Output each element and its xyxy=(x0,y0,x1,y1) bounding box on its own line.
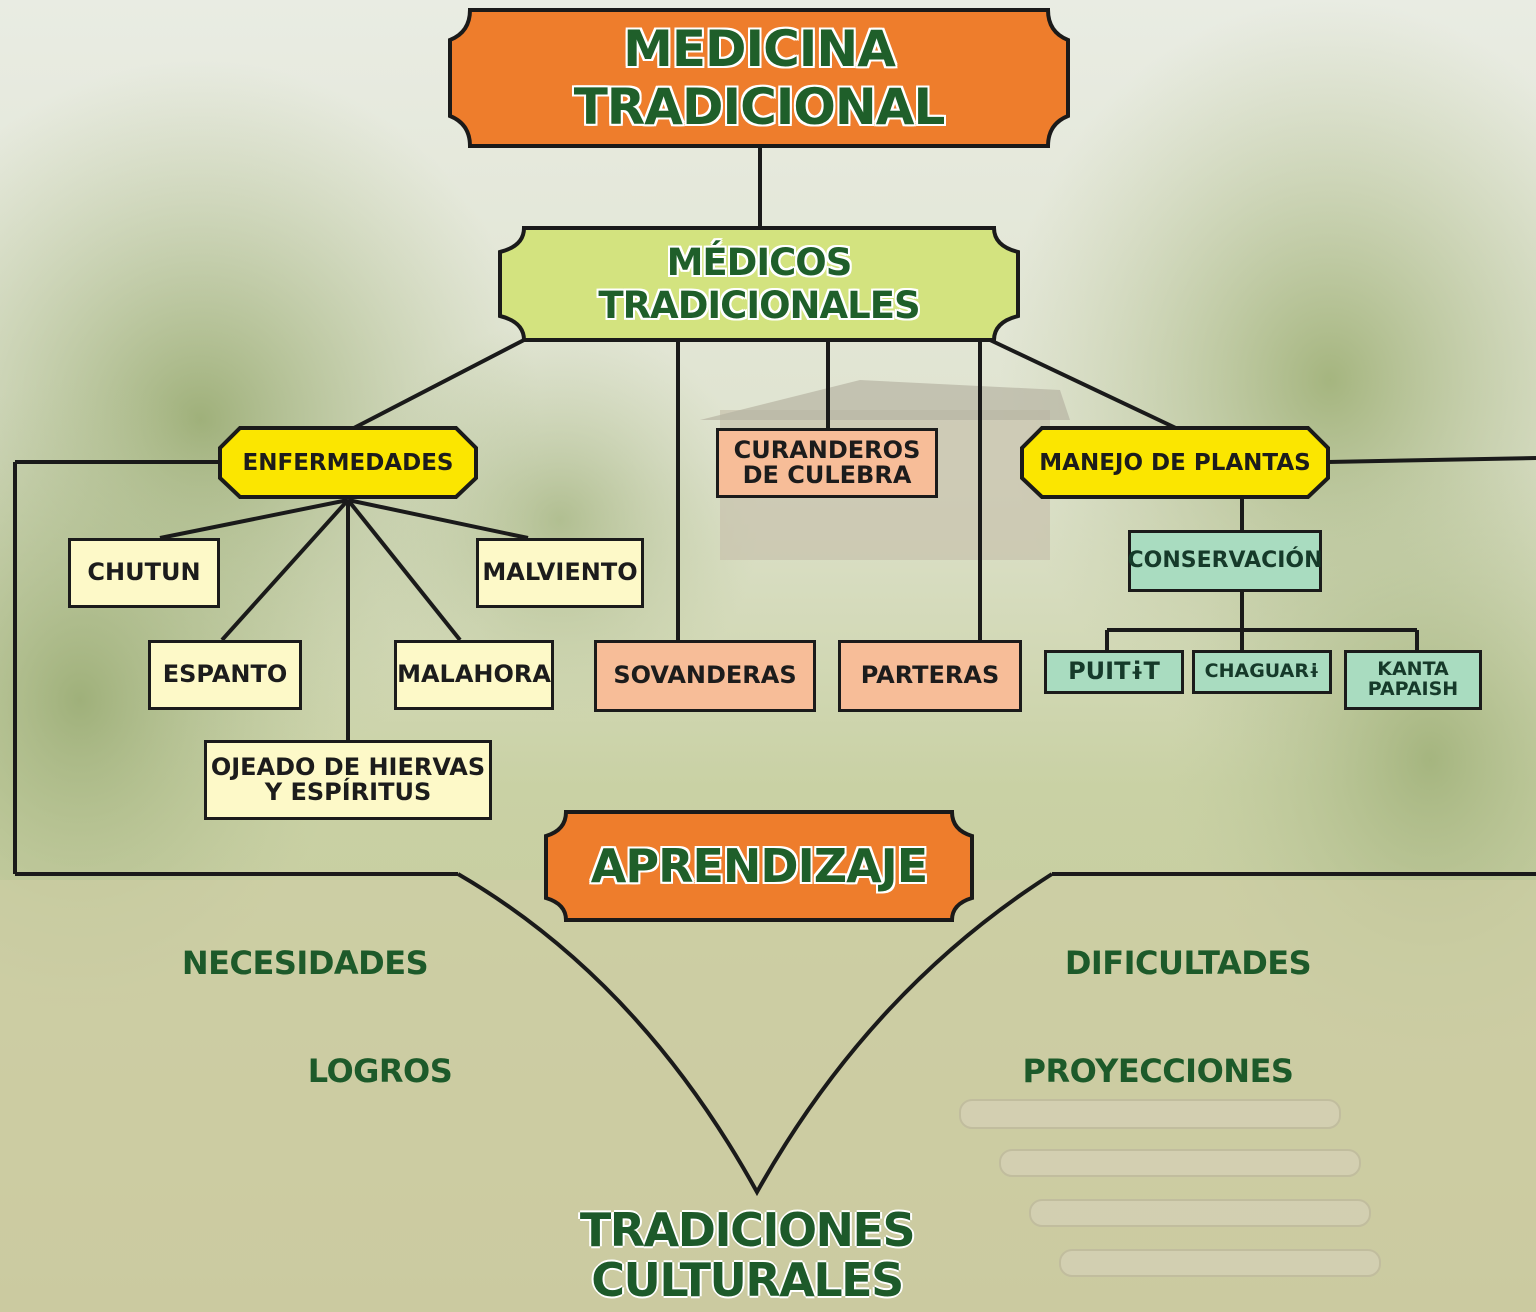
conservacion-box: CONSERVACIÓN xyxy=(1127,530,1323,592)
espanto-box: ESPANTO xyxy=(148,640,302,710)
curanderos-box: CURANDEROS DE CULEBRA xyxy=(716,428,938,498)
curanderos-line-1: CURANDEROS xyxy=(733,435,921,464)
necesidades-label: NECESIDADES xyxy=(181,944,429,982)
chutun-box: CHUTUN xyxy=(68,538,220,608)
medicos-label: MÉDICOS TRADICIONALES xyxy=(598,241,920,327)
parteras-box: PARTERAS xyxy=(838,640,1022,712)
culturales-line: CULTURALES xyxy=(591,1252,904,1307)
malahora-box: MALAHORA xyxy=(394,640,554,710)
dificultades-label: DIFICULTADES xyxy=(1064,944,1312,982)
tradiciones-culturales-label: TRADICIONES CULTURALES xyxy=(560,1203,934,1307)
title-plaque-shape xyxy=(448,8,1070,148)
chaguari-box: CHAGUARɨ xyxy=(1192,650,1332,694)
ojeado-line-2: Y ESPÍRITUS xyxy=(264,778,432,806)
kanta-box: KANTA PAPAISH xyxy=(1344,650,1482,710)
ojeado-box: OJEADO DE HIERVAS Y ESPÍRITUS xyxy=(204,740,492,820)
curanderos-line-2: DE CULEBRA xyxy=(742,461,912,489)
title-label: MEDICINA TRADICIONAL xyxy=(573,20,946,136)
aprendizaje-label: APRENDIZAJE xyxy=(590,839,928,893)
proyecciones-label: PROYECCIONES xyxy=(1022,1052,1294,1090)
enfermedades-octagon-shape xyxy=(218,426,478,499)
medicos-plaque-shape xyxy=(498,226,1020,342)
manejo-octagon-shape xyxy=(1020,426,1330,499)
ojeado-line-1: OJEADO DE HIERVAS xyxy=(210,752,486,781)
sovanderas-box: SOVANDERAS xyxy=(594,640,816,712)
logros-label: LOGROS xyxy=(307,1052,453,1090)
enfermedades-label: ENFERMEDADES xyxy=(242,449,454,476)
kanta-line-1: KANTA xyxy=(1377,658,1449,681)
tradiciones-line: TRADICIONES xyxy=(579,1203,916,1257)
puitit-box: PUITɨT xyxy=(1044,650,1184,694)
malviento-box: MALVIENTO xyxy=(476,538,644,608)
aprendizaje-plaque-shape xyxy=(544,810,974,922)
manejo-label: MANEJO DE PLANTAS xyxy=(1039,449,1311,476)
kanta-line-2: PAPAISH xyxy=(1367,678,1459,700)
